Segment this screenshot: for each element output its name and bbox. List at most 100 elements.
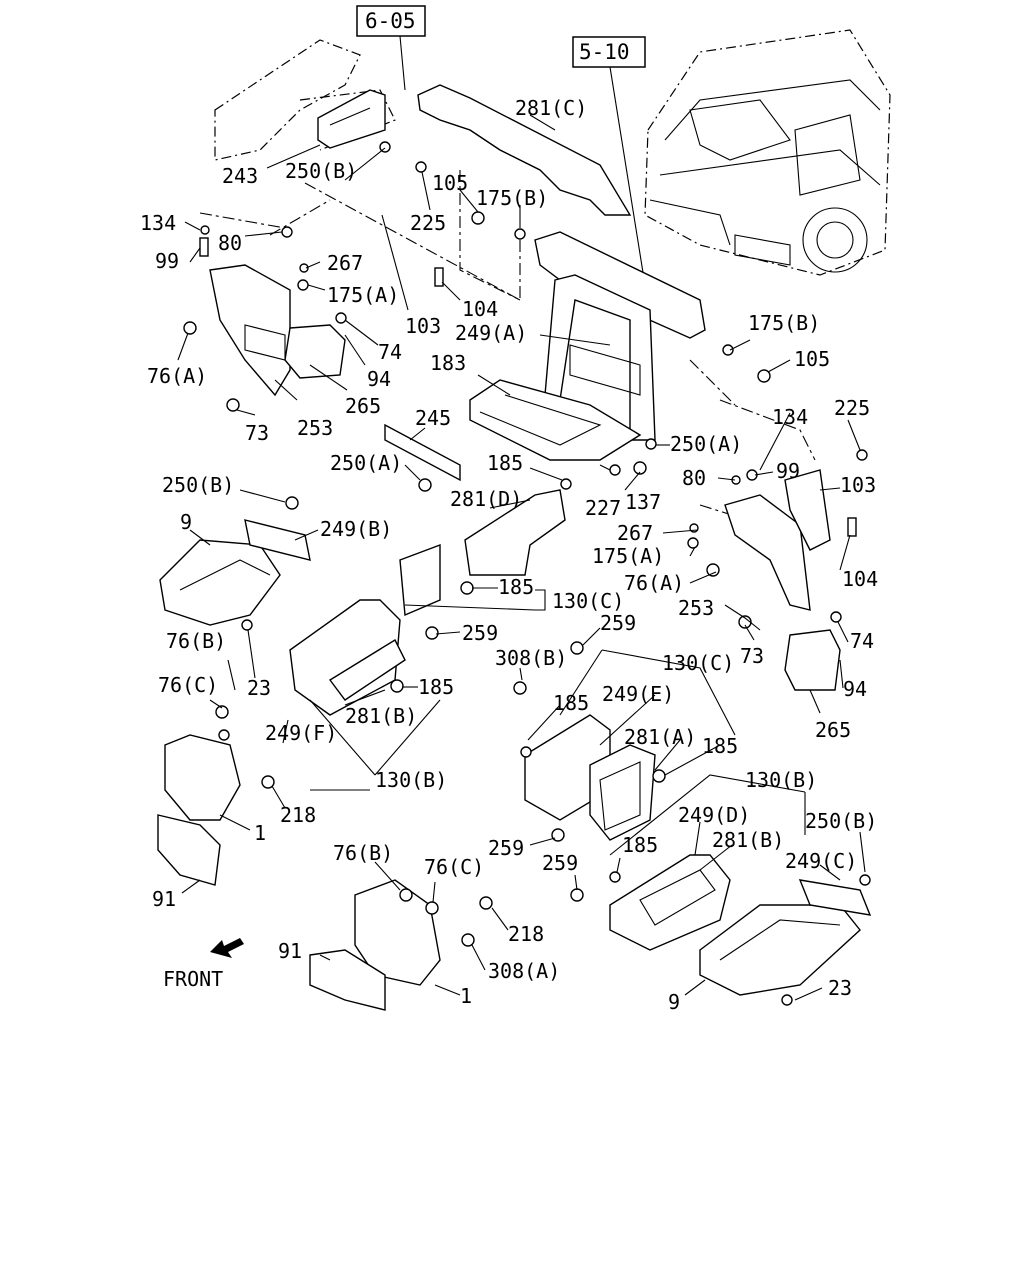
part-label[interactable]: 76(A) — [624, 571, 684, 595]
part-label[interactable]: 267 — [327, 251, 363, 275]
part-249d-splash-guard[interactable] — [609, 854, 731, 951]
part-label[interactable]: 249(E) — [602, 682, 674, 706]
part-label[interactable]: 185 — [622, 833, 658, 857]
part-label[interactable]: 265 — [815, 718, 851, 742]
part-label[interactable]: 249(B) — [320, 517, 392, 541]
part-label[interactable]: 23 — [247, 676, 271, 700]
part-label[interactable]: 23 — [828, 976, 852, 1000]
part-label[interactable]: 308(A) — [488, 959, 560, 983]
part-label[interactable]: 175(A) — [327, 283, 399, 307]
part-label[interactable]: 218 — [508, 922, 544, 946]
part-label[interactable]: 243 — [222, 164, 258, 188]
part-9-step-left[interactable] — [159, 519, 311, 626]
part-label[interactable]: 218 — [280, 803, 316, 827]
part-label[interactable]: 103 — [840, 473, 876, 497]
part-243-bracket[interactable] — [317, 89, 386, 149]
part-label[interactable]: 73 — [740, 644, 764, 668]
part-label[interactable]: 130(B) — [745, 768, 817, 792]
part-label[interactable]: 99 — [776, 459, 800, 483]
part-label[interactable]: 137 — [625, 490, 661, 514]
part-label[interactable]: 104 — [842, 567, 878, 591]
part-label[interactable]: 249(F) — [265, 721, 337, 745]
part-label[interactable]: 259 — [488, 836, 524, 860]
part-label[interactable]: 225 — [834, 396, 870, 420]
part-label[interactable]: 80 — [218, 231, 242, 255]
part-label[interactable]: 259 — [600, 611, 636, 635]
part-label[interactable]: 185 — [418, 675, 454, 699]
part-label[interactable]: 105 — [794, 347, 830, 371]
part-label[interactable]: 259 — [462, 621, 498, 645]
part-265-mud-flap[interactable] — [284, 324, 346, 379]
part-label[interactable]: 253 — [297, 416, 333, 440]
part-label[interactable]: 308(B) — [495, 646, 567, 670]
part-label[interactable]: 74 — [378, 340, 402, 364]
part-label[interactable]: 249(C) — [785, 849, 857, 873]
part-label[interactable]: 249(A) — [455, 321, 527, 345]
part-label[interactable]: 1 — [460, 984, 472, 1008]
part-label[interactable]: 227 — [585, 496, 621, 520]
part-label[interactable]: 245 — [415, 406, 451, 430]
part-label[interactable]: 104 — [462, 297, 498, 321]
part-left-mud-guard-bracket[interactable] — [209, 264, 291, 397]
part-label[interactable]: 183 — [430, 351, 466, 375]
part-label[interactable]: 250(B) — [162, 473, 234, 497]
part-label[interactable]: 76(A) — [147, 364, 207, 388]
part-label[interactable]: 134 — [772, 405, 808, 429]
part-label[interactable]: 250(B) — [805, 809, 877, 833]
part-label[interactable]: 250(A) — [670, 432, 742, 456]
part-label[interactable]: 91 — [152, 887, 176, 911]
part-label[interactable]: 185 — [553, 691, 589, 715]
part-91-flap-lower[interactable] — [309, 949, 386, 1011]
part-245-strap[interactable] — [384, 423, 461, 482]
part-91-flap-left[interactable] — [157, 814, 221, 886]
part-label[interactable]: 130(C) — [662, 651, 734, 675]
part-label[interactable]: 281(C) — [515, 96, 587, 120]
part-label[interactable]: 73 — [245, 421, 269, 445]
part-label[interactable]: 175(B) — [748, 311, 820, 335]
part-label[interactable]: 185 — [487, 451, 523, 475]
part-label[interactable]: 265 — [345, 394, 381, 418]
part-label[interactable]: 249(D) — [678, 803, 750, 827]
part-1-bracket-left[interactable] — [164, 734, 241, 821]
ref-box-5-10[interactable]: 5-10 — [572, 36, 646, 68]
part-label[interactable]: 267 — [617, 521, 653, 545]
part-label[interactable]: 175(A) — [592, 544, 664, 568]
part-label[interactable]: 9 — [180, 510, 192, 534]
part-label[interactable]: 281(B) — [712, 828, 784, 852]
part-label[interactable]: 253 — [678, 596, 714, 620]
part-label[interactable]: 281(B) — [345, 704, 417, 728]
part-label[interactable]: 94 — [843, 677, 867, 701]
part-249f-splash-guard[interactable] — [289, 543, 441, 716]
part-265-mud-flap-right[interactable] — [784, 629, 841, 691]
part-label[interactable]: 225 — [410, 211, 446, 235]
ref-box-6-05[interactable]: 6-05 — [356, 5, 426, 37]
part-label[interactable]: 99 — [155, 249, 179, 273]
part-label[interactable]: 94 — [367, 367, 391, 391]
part-label[interactable]: 103 — [405, 314, 441, 338]
part-label[interactable]: 281(A) — [624, 725, 696, 749]
part-label[interactable]: 105 — [432, 171, 468, 195]
part-label[interactable]: 74 — [850, 629, 874, 653]
part-label[interactable]: 130(B) — [375, 768, 447, 792]
part-label[interactable]: 250(A) — [330, 451, 402, 475]
part-label[interactable]: 185 — [498, 575, 534, 599]
part-label[interactable]: 76(C) — [424, 855, 484, 879]
part-183-platform[interactable] — [469, 379, 642, 461]
part-label[interactable]: 9 — [668, 990, 680, 1014]
part-281a-frame[interactable] — [589, 744, 656, 841]
part-label[interactable]: 175(B) — [476, 186, 548, 210]
part-label[interactable]: 76(B) — [166, 629, 226, 653]
part-label[interactable]: 91 — [278, 939, 302, 963]
part-label[interactable]: 80 — [682, 466, 706, 490]
part-label[interactable]: 76(C) — [158, 673, 218, 697]
part-label[interactable]: 134 — [140, 211, 176, 235]
part-9-step-right[interactable] — [699, 879, 872, 996]
part-label[interactable]: 259 — [542, 851, 578, 875]
part-label[interactable]: 1 — [254, 821, 266, 845]
part-281d-plate[interactable] — [464, 489, 566, 576]
part-right-mud-guard-bracket[interactable] — [724, 469, 831, 611]
part-label[interactable]: 281(D) — [450, 487, 522, 511]
part-label[interactable]: 130(C) — [552, 589, 624, 613]
part-label[interactable]: 185 — [702, 734, 738, 758]
part-281c-cover[interactable] — [417, 84, 632, 216]
